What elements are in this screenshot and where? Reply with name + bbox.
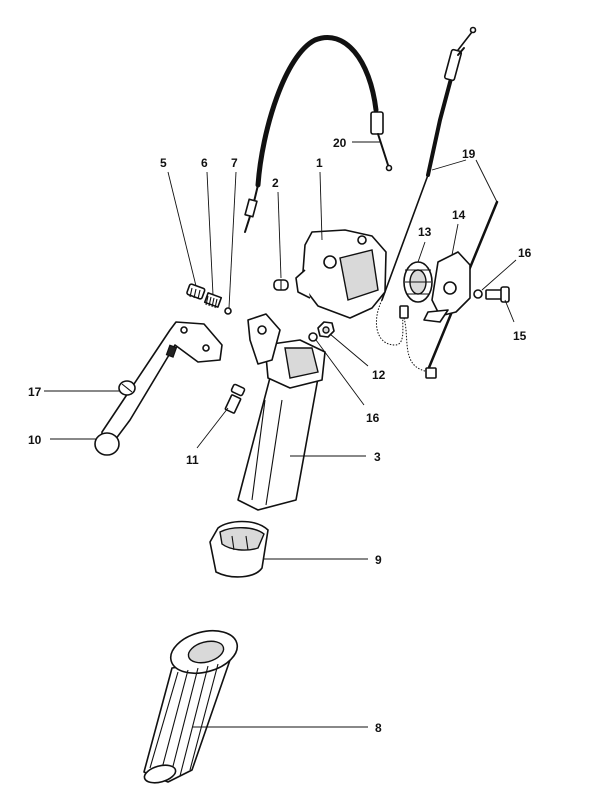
callout-12: 12 (372, 368, 386, 382)
nut-12 (317, 321, 335, 338)
callout-16-right: 16 (518, 246, 532, 260)
callout-15: 15 (513, 329, 527, 343)
callout-19: 19 (462, 147, 476, 161)
callout-2: 2 (272, 176, 279, 190)
callout-7: 7 (231, 156, 238, 170)
pulley (403, 261, 433, 303)
ball-bearing (224, 307, 232, 315)
leader-lines (44, 141, 517, 728)
bead-chains (375, 299, 437, 379)
bolt-11 (224, 383, 246, 414)
callout-14: 14 (452, 208, 466, 222)
spring (203, 292, 223, 309)
cable-nipple-17 (118, 380, 136, 396)
cover-plate (423, 251, 471, 323)
twist-grip-tube (237, 313, 326, 511)
callout-9: 9 (375, 553, 382, 567)
callout-16-lower: 16 (366, 411, 380, 425)
washer-16 (308, 332, 318, 342)
callout-labels: 1 2 3 5 6 7 8 9 10 11 12 13 14 15 16 16 … (28, 136, 532, 735)
end-cap (209, 520, 269, 578)
rubber-grip (143, 629, 239, 784)
callout-17: 17 (28, 385, 42, 399)
callout-10: 10 (28, 433, 42, 447)
callout-11: 11 (186, 453, 199, 467)
callout-8: 8 (375, 721, 382, 735)
callout-13: 13 (418, 225, 432, 239)
screw-15 (485, 286, 510, 303)
grub-screw (186, 283, 206, 300)
washer-right (473, 289, 483, 299)
screw-2 (273, 279, 289, 291)
throttle-cable (381, 26, 477, 301)
callout-20: 20 (333, 136, 347, 150)
callout-6: 6 (201, 156, 208, 170)
callout-3: 3 (374, 450, 381, 464)
callout-1: 1 (316, 156, 323, 170)
upper-control-cable (244, 35, 393, 233)
callout-5: 5 (160, 156, 167, 170)
throttle-housing (295, 229, 387, 319)
lever (94, 321, 223, 456)
